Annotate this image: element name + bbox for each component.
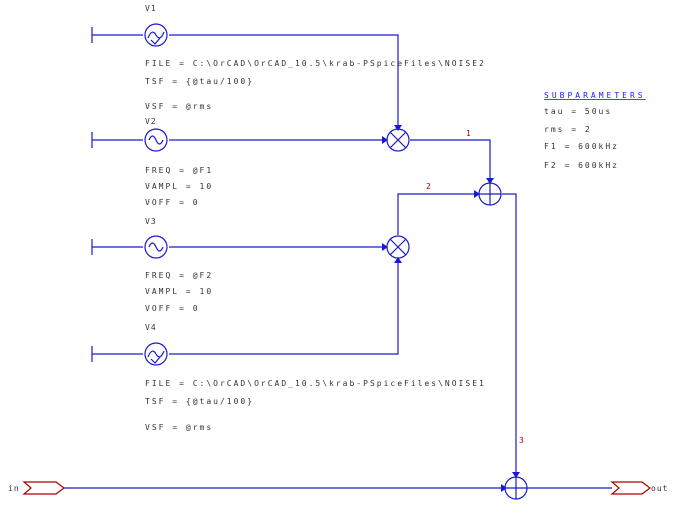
output-port-label: out	[651, 484, 668, 493]
source-param: FILE = C:\OrCAD\OrCAD_10.5\krab-PSpiceFi…	[145, 379, 486, 388]
source-param: VSF = @rms	[145, 102, 213, 111]
source-param: VAMPL = 10	[145, 182, 213, 191]
sine-source-icon[interactable]	[144, 235, 168, 259]
subparameter-line: tau = 50us	[544, 107, 612, 116]
source-param: FREQ = @F2	[145, 271, 213, 280]
input-port[interactable]	[22, 481, 65, 495]
noise-source-icon[interactable]	[144, 23, 168, 47]
source-param: VAMPL = 10	[145, 287, 213, 296]
source-param: FILE = C:\OrCAD\OrCAD_10.5\krab-PSpiceFi…	[145, 59, 486, 68]
net-label-3: 3	[519, 436, 524, 445]
multiplier-icon[interactable]	[386, 128, 410, 152]
source-label-v1: V1	[145, 4, 157, 13]
summer-icon[interactable]	[504, 476, 528, 500]
source-param: FREQ = @F1	[145, 166, 213, 175]
source-label-v4: V4	[145, 323, 157, 332]
input-port-label: in	[8, 484, 20, 493]
source-param: TSF = {@tau/100}	[145, 397, 254, 406]
source-label-v3: V3	[145, 217, 157, 226]
subparameter-line: F1 = 600kHz	[544, 142, 619, 151]
source-param: VOFF = 0	[145, 304, 200, 313]
subparameter-line: rms = 2	[544, 125, 592, 134]
source-label-v2: V2	[145, 117, 157, 126]
subparameter-line: F2 = 600kHz	[544, 161, 619, 170]
output-port[interactable]	[610, 481, 651, 495]
multiplier-icon[interactable]	[386, 235, 410, 259]
arrowheads	[382, 125, 520, 492]
summer-icon[interactable]	[478, 182, 502, 206]
net-label-1: 1	[466, 129, 471, 138]
wires	[64, 34, 612, 489]
sine-source-icon[interactable]	[144, 128, 168, 152]
net-label-2: 2	[426, 182, 431, 191]
source-param: VOFF = 0	[145, 198, 200, 207]
source-param: VSF = @rms	[145, 423, 213, 432]
subparameters-title: SUBPARAMETERS	[544, 91, 646, 100]
noise-source-icon[interactable]	[144, 342, 168, 366]
source-param: TSF = {@tau/100}	[145, 77, 254, 86]
